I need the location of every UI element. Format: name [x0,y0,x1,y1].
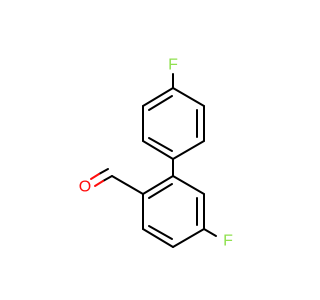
atom-fluorine-right: F [223,233,233,250]
bond-upper-ring-4-inner [148,137,173,152]
bond-c-o-a-black [102,175,113,182]
atom-fluorine-top: F [168,57,178,74]
bond-upper-ring-6 [142,87,174,107]
bond-upper-ring-6-inner [148,95,173,111]
molecule-drawing: F F O [79,57,233,250]
bond-c-f-right [203,228,217,237]
bond-lower-ring-3 [172,228,205,248]
bond-c-o-b-black [98,168,109,175]
bond-lower-ring-1 [172,175,205,195]
bond-upper-ring-4 [142,140,174,160]
atom-oxygen: O [79,179,91,196]
bond-lower-ring-4 [142,228,174,248]
bond-lower-ring-6 [142,175,174,195]
bond-c-o-a-red [94,180,104,187]
bond-ring-cho [111,175,144,195]
bond-lower-ring-6-inner [148,183,173,199]
bond-lower-ring-4-inner [148,225,173,240]
structure-canvas: F F O [79,57,233,250]
bond-c-o-b-red [90,173,100,180]
bond-upper-ring-1 [172,87,205,107]
bond-upper-ring-3 [172,140,205,160]
